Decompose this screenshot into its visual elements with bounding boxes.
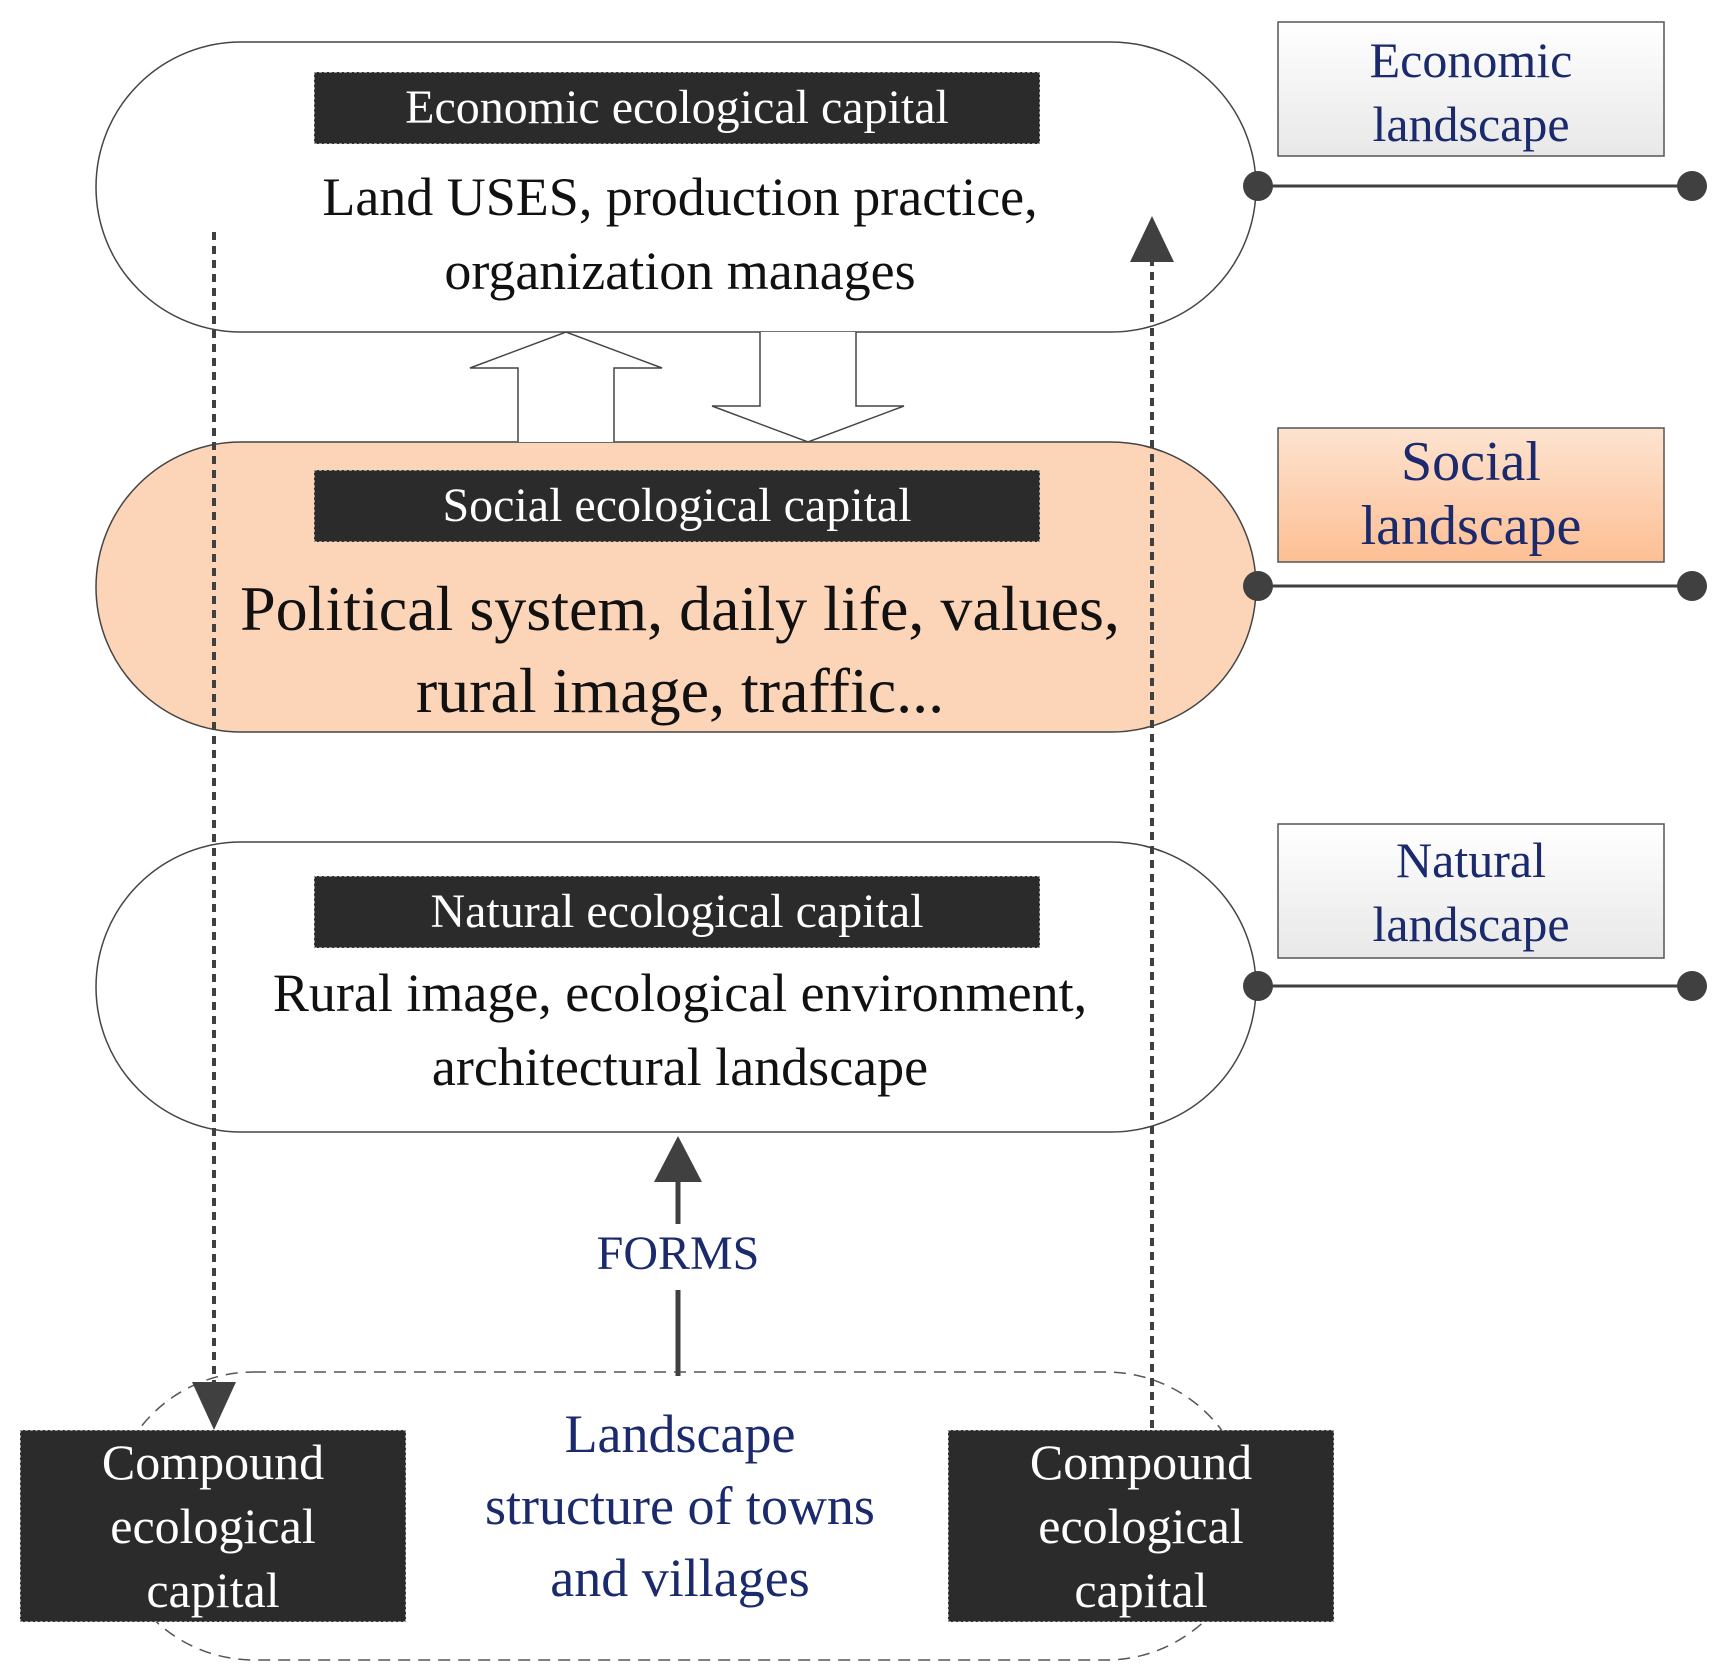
compound-left-line-2: ecological: [110, 1498, 316, 1554]
social-side-box-bg: [1277, 427, 1665, 563]
compound-capital-left-box: Compound ecological capital: [20, 1430, 406, 1622]
natural-body-line-1: Rural image, ecological environment,: [272, 963, 1088, 1023]
social-side-connector: [1243, 571, 1707, 601]
natural-side-label: Natural landscape: [1278, 828, 1664, 956]
social-body: Political system, daily life, values, ru…: [140, 568, 1220, 732]
economic-side-box-bg: [1277, 21, 1665, 157]
economic-side-label-line-1: Economic: [1369, 32, 1573, 88]
social-header: Social ecological capital: [314, 470, 1040, 542]
economic-side-label: Economic landscape: [1278, 28, 1664, 156]
natural-side-label-line-2: landscape: [1372, 896, 1570, 952]
economic-body-line-2: organization manages: [444, 241, 916, 301]
economic-body: Land USES, production practice, organiza…: [140, 160, 1220, 308]
natural-side-connector: [1243, 971, 1707, 1001]
base-center-line-1: Landscape: [564, 1404, 796, 1464]
up-arrowhead: [1130, 216, 1174, 262]
natural-header: Natural ecological capital: [314, 876, 1040, 948]
social-side-label: Social landscape: [1278, 430, 1664, 558]
economic-header-text: Economic ecological capital: [405, 80, 949, 134]
natural-body: Rural image, ecological environment, arc…: [140, 956, 1220, 1104]
social-header-text: Social ecological capital: [442, 478, 912, 532]
hollow-up-arrow: [469, 331, 663, 442]
natural-side-label-line-1: Natural: [1396, 832, 1546, 888]
social-body-line-1: Political system, daily life, values,: [240, 573, 1120, 644]
compound-right-line-1: Compound: [1029, 1434, 1253, 1490]
base-center-line-3: and villages: [550, 1548, 810, 1608]
down-arrowhead: [192, 1382, 236, 1430]
social-side-label-line-1: Social: [1401, 431, 1541, 493]
compound-right-line-2: ecological: [1038, 1498, 1244, 1554]
compound-left-line-3: capital: [146, 1562, 280, 1618]
economic-side-label-line-2: landscape: [1372, 96, 1570, 152]
hollow-down-arrow: [711, 332, 905, 443]
forms-label: FORMS: [528, 1224, 828, 1284]
compound-right-line-3: capital: [1074, 1562, 1208, 1618]
natural-header-text: Natural ecological capital: [430, 884, 924, 938]
forms-arrowhead: [654, 1136, 702, 1182]
social-side-label-line-2: landscape: [1360, 495, 1582, 557]
economic-side-connector: [1243, 171, 1707, 201]
compound-left-line-1: Compound: [101, 1434, 325, 1490]
economic-header: Economic ecological capital: [314, 72, 1040, 144]
base-center-text: Landscape structure of towns and village…: [410, 1398, 950, 1614]
natural-side-box-bg: [1277, 823, 1665, 959]
base-center-line-2: structure of towns: [485, 1476, 875, 1536]
economic-body-line-1: Land USES, production practice,: [322, 167, 1038, 227]
social-body-line-2: rural image, traffic...: [415, 655, 945, 726]
compound-capital-right-box: Compound ecological capital: [948, 1430, 1334, 1622]
natural-body-line-2: architectural landscape: [431, 1037, 929, 1097]
